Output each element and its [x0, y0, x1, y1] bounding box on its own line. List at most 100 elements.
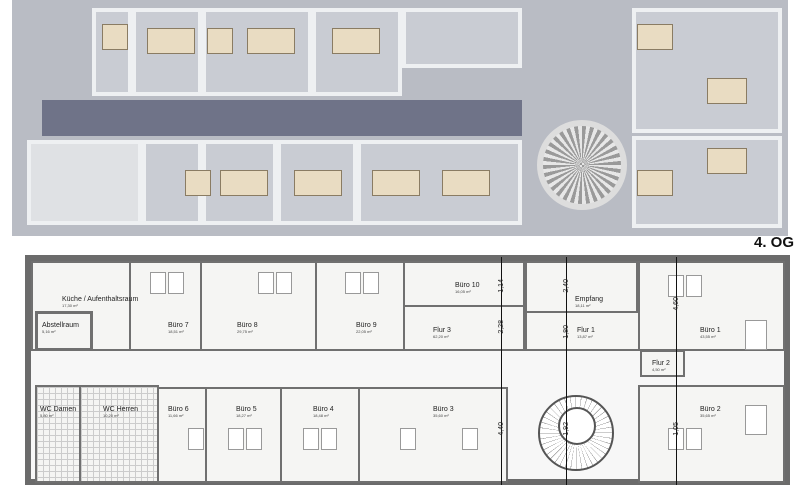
desk	[707, 78, 747, 104]
dimension-text: 1,92	[562, 422, 570, 436]
room-name: Abstellraum	[42, 322, 79, 329]
room-abstellraum	[35, 311, 93, 351]
room-wc-herren	[79, 385, 159, 483]
desk	[707, 148, 747, 174]
dimension-text: 4,60	[672, 297, 680, 311]
room-name: WC Damen	[40, 406, 77, 413]
room-name: Büro 4	[313, 406, 334, 413]
desk	[258, 272, 274, 294]
desk	[363, 272, 379, 294]
desk	[442, 170, 490, 196]
desk	[207, 28, 233, 54]
room-area: 18,51 m²	[168, 328, 184, 334]
room-name: Büro 8	[237, 322, 258, 329]
render-room	[632, 136, 782, 228]
room-area: 62,20 m²	[433, 333, 449, 339]
dimension-line	[501, 257, 502, 485]
render-room	[92, 8, 132, 96]
3d-floor-render	[12, 0, 788, 236]
room-area: 18,11 m²	[575, 302, 591, 308]
desk	[150, 272, 166, 294]
room-area: 10,20 m²	[103, 412, 119, 418]
room-buero-4	[280, 387, 360, 483]
spiral-staircase	[538, 395, 614, 471]
desk	[220, 170, 268, 196]
room-buero-7	[129, 261, 202, 351]
render-room	[27, 140, 142, 225]
desk	[185, 170, 211, 196]
desk	[462, 428, 478, 450]
desk	[321, 428, 337, 450]
spiral-staircase-render	[537, 120, 627, 210]
desk	[228, 428, 244, 450]
room-name: Büro 1	[700, 327, 721, 334]
room-area: 43,55 m²	[700, 333, 716, 339]
dimension-line	[566, 257, 567, 485]
room-area: 17,30 m²	[62, 302, 78, 308]
dimension-text: 1,14	[497, 279, 505, 293]
desk	[276, 272, 292, 294]
room-name: Büro 5	[236, 406, 257, 413]
render-room	[402, 8, 522, 68]
dimension-text: 2,40	[562, 279, 570, 293]
corridor	[42, 100, 522, 136]
desk	[294, 170, 342, 196]
desk	[147, 28, 195, 54]
room-name: Flur 3	[433, 327, 451, 334]
desk	[400, 428, 416, 450]
room-area: 18,48 m²	[313, 412, 329, 418]
room-flur-2	[640, 350, 685, 377]
room-name: Büro 10	[455, 282, 480, 289]
desk	[102, 24, 128, 50]
desk	[686, 428, 702, 450]
desk	[168, 272, 184, 294]
floor-label: 4. OG	[753, 234, 794, 251]
desk	[686, 275, 702, 297]
room-area: 35,65 m²	[700, 412, 716, 418]
room-wc-damen	[35, 385, 81, 483]
dimension-text: 2,28	[497, 320, 505, 334]
dimension-text: 1,80	[562, 325, 570, 339]
room-area: 5,80 m²	[40, 412, 54, 418]
room-name: WC Herren	[103, 406, 139, 413]
room-flur-3	[403, 305, 525, 351]
desk	[247, 28, 295, 54]
desk	[745, 320, 767, 350]
room-area: 35,60 m²	[433, 412, 449, 418]
room-name: Büro 2	[700, 406, 721, 413]
desk	[372, 170, 420, 196]
dimension-text: 1,05	[672, 422, 680, 436]
room-area: 29,75 m²	[237, 328, 253, 334]
room-area: 13,87 m²	[577, 333, 593, 339]
room-area: 11,66 m²	[168, 412, 184, 418]
room-name: Büro 9	[356, 322, 377, 329]
desk	[332, 28, 380, 54]
desk	[246, 428, 262, 450]
dimension-line	[676, 257, 677, 485]
room-area: 22,05 m²	[356, 328, 372, 334]
desk	[188, 428, 204, 450]
room-name: Büro 6	[168, 406, 189, 413]
room-name: Küche / Aufenthaltsraum	[62, 296, 139, 303]
room-name: Büro 7	[168, 322, 189, 329]
desk	[637, 170, 673, 196]
desk	[637, 24, 673, 50]
dimension-text: 4,40	[497, 422, 505, 436]
room-buero-3	[358, 387, 508, 483]
desk	[345, 272, 361, 294]
room-area: 18,27 m²	[236, 412, 252, 418]
